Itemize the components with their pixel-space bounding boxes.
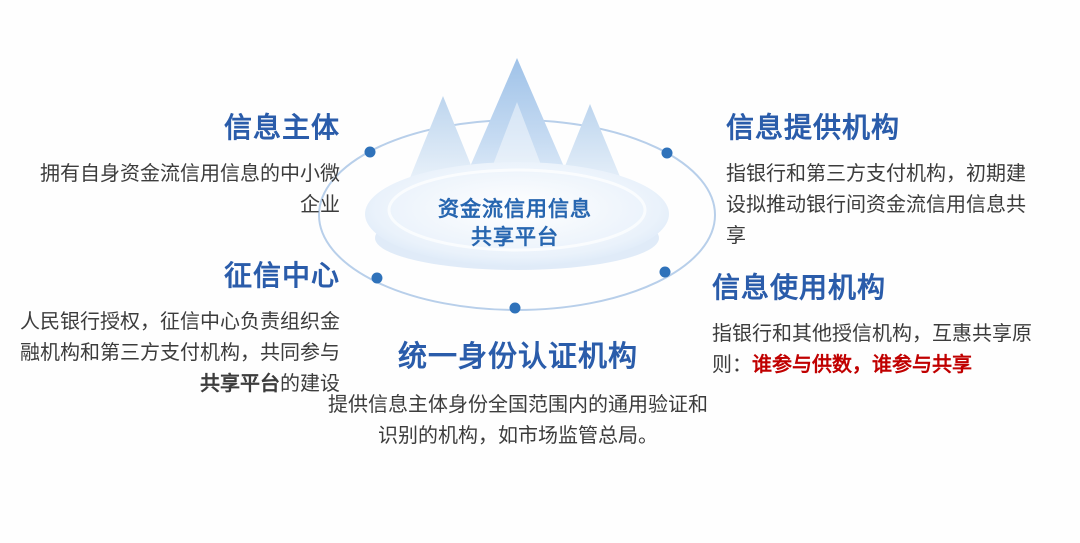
connector-dot-left-bottom: [371, 272, 383, 284]
unified-auth-title: 统一身份认证机构: [397, 341, 638, 373]
platform-title-line1: 资金流信用信息: [438, 198, 592, 221]
info-user-desc-red: 谁参与供数，谁参与共享: [752, 352, 972, 376]
unified-auth-desc: 提供信息主体身份全国范围内的通用验证和识别的机构，如市场监管总局。: [328, 392, 708, 447]
info-subject-desc: 拥有自身资金流信用信息的中小微企业: [40, 161, 340, 216]
connector-dot-right-top: [661, 147, 673, 159]
info-provider-title: 信息提供机构: [726, 112, 901, 143]
connector-dot-left-top: [364, 146, 376, 158]
credit-center-title: 征信中心: [223, 260, 340, 291]
connector-dot-right-bottom: [659, 266, 671, 278]
info-provider-desc: 指银行和第三方支付机构，初期建设拟推动银行间资金流信用信息共享: [726, 161, 1026, 247]
node-credit-center: 征信中心 人民银行授权，征信中心负责组织金融机构和第三方支付机构，共同参与共享平…: [18, 254, 340, 399]
node-info-provider: 信息提供机构 指银行和第三方支付机构，初期建设拟推动银行间资金流信用信息共享: [726, 106, 1042, 251]
info-user-desc: 指银行和其他授信机构，互惠共享原则：谁参与供数，谁参与共享: [712, 318, 1056, 380]
node-unified-auth: 统一身份认证机构 提供信息主体身份全国范围内的通用验证和识别的机构，如市场监管总…: [328, 333, 708, 451]
platform-ellipse: [365, 162, 669, 266]
platform-title: 资金流信用信息 共享平台: [375, 196, 655, 252]
credit-center-desc-suffix: 的建设: [280, 371, 340, 395]
platform-title-line2: 共享平台: [471, 226, 559, 249]
info-user-desc-prefix: 指银行和其他授信机构，互惠共享原则：: [712, 321, 1032, 376]
node-info-subject: 信息主体 拥有自身资金流信用信息的中小微企业: [30, 106, 340, 220]
mountain-highlight: [491, 102, 543, 170]
credit-center-desc: 人民银行授权，征信中心负责组织金融机构和第三方支付机构，共同参与共享平台的建设: [18, 306, 340, 399]
credit-center-desc-bold: 共享平台: [200, 371, 280, 395]
node-info-user: 信息使用机构 指银行和其他授信机构，互惠共享原则：谁参与供数，谁参与共享: [712, 266, 1056, 380]
connector-dot-bottom: [509, 302, 521, 314]
info-user-title: 信息使用机构: [712, 272, 887, 303]
center-graphic: [318, 58, 716, 314]
info-subject-title: 信息主体: [223, 112, 340, 143]
platform-inner-rim: [387, 168, 647, 252]
credit-center-desc-prefix: 人民银行授权，征信中心负责组织金融机构和第三方支付机构，共同参与: [20, 309, 340, 364]
